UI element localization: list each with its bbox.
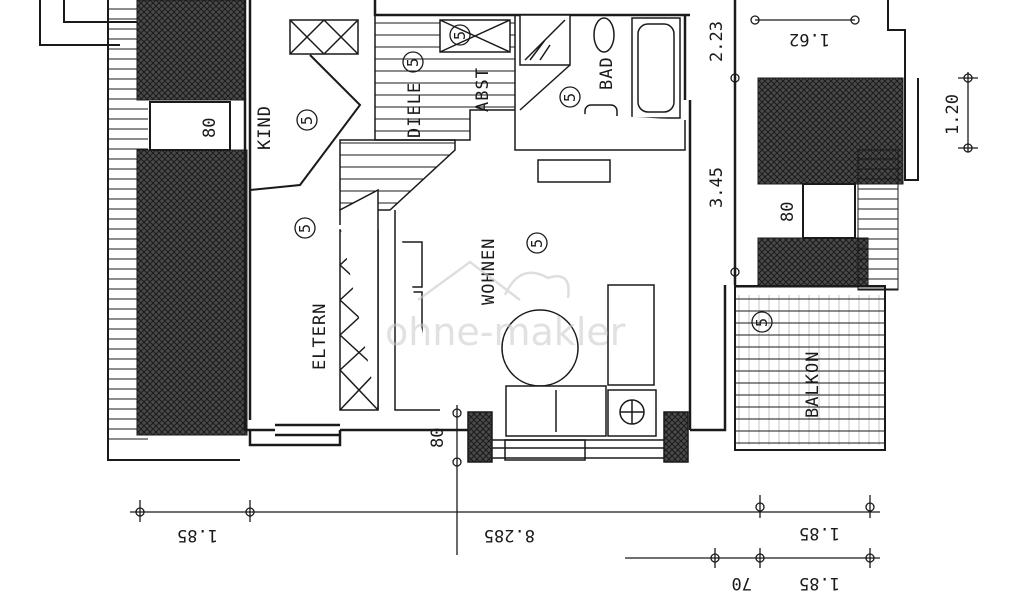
window-pillars — [467, 411, 689, 463]
bathroom-fixtures — [514, 14, 686, 151]
room-marker-bad: 5 — [561, 93, 579, 102]
room-markers — [294, 24, 773, 333]
room-label-abst: ABST — [473, 67, 493, 112]
dim-1-85-bottom: 1.85 — [799, 573, 840, 593]
room-label-bad: BAD — [597, 56, 617, 90]
room-marker-kind: 5 — [298, 116, 316, 125]
dim-70: 70 — [732, 573, 752, 593]
dim-1-20: 1.20 — [943, 94, 963, 135]
living-furniture — [394, 159, 657, 437]
wardrobe-eltern — [339, 188, 379, 411]
dimension-lines — [130, 5, 978, 568]
opening-label-window: 80 — [428, 428, 448, 448]
dark-wall-block-right — [757, 0, 919, 291]
room-marker-diele: 5 — [404, 58, 422, 67]
room-marker-wohnen: 5 — [528, 239, 546, 248]
dim-1-62: 1.62 — [789, 29, 830, 49]
wardrobe-top — [289, 19, 511, 55]
room-label-diele: DIELE — [405, 82, 425, 138]
room-label-wohnen: WOHNEN — [479, 238, 499, 305]
room-label-eltern: ELTERN — [310, 303, 330, 370]
dim-1-85-left: 1.85 — [177, 525, 218, 545]
watermark-logo — [417, 260, 570, 302]
room-marker-abst: 5 — [451, 31, 469, 40]
dim-1-85-right: 1.85 — [799, 523, 840, 543]
room-marker-balkon: 5 — [753, 318, 771, 327]
dim-3-45: 3.45 — [707, 167, 727, 208]
dark-wall-block-left — [136, 0, 248, 436]
dim-8-285: 8.285 — [484, 525, 535, 545]
opening-label-balcony: 80 — [778, 202, 798, 222]
balcony — [734, 285, 886, 451]
dim-2-23: 2.23 — [707, 21, 727, 62]
opening-label-kind: 80 — [200, 118, 220, 138]
watermark-text: ohne-makler — [385, 310, 626, 354]
room-label-kind: KIND — [255, 105, 275, 150]
room-label-balkon: BALKON — [803, 351, 823, 418]
room-marker-eltern: 5 — [296, 224, 314, 233]
